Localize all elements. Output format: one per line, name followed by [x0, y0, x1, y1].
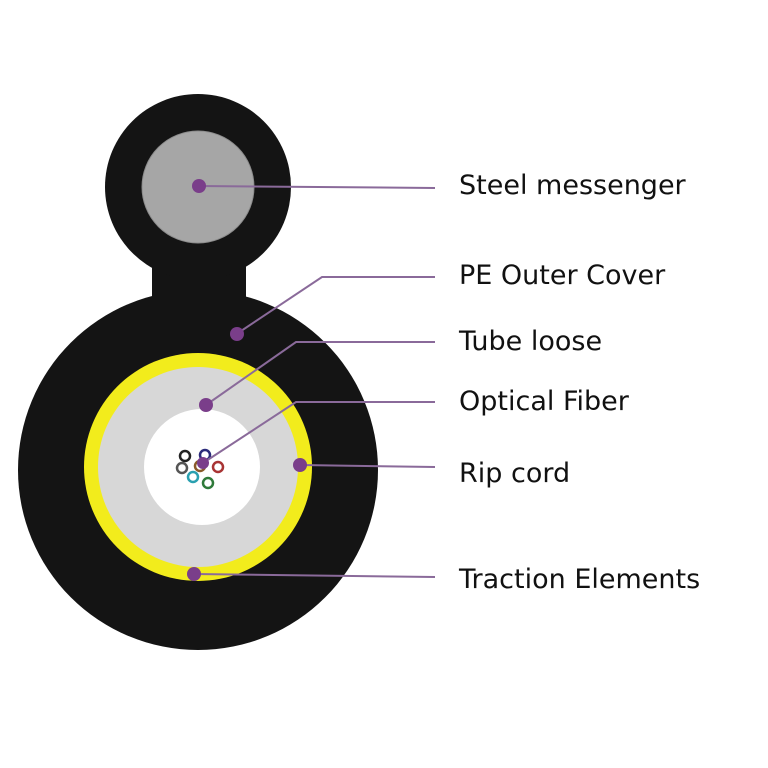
leader-line-steel-messenger: [198, 185, 436, 189]
leader-line-rip-cord: [299, 464, 436, 468]
marker-rip-cord: [293, 458, 307, 472]
label-rip-cord: Rip cord: [459, 458, 571, 489]
leader-line-traction-elements: [193, 573, 436, 578]
label-tube-loose: Tube loose: [459, 326, 603, 357]
label-traction-elements: Traction Elements: [459, 564, 701, 595]
leader-lines: [193, 185, 436, 578]
marker-steel-messenger: [192, 179, 206, 193]
label-pe-outer-cover: PE Outer Cover: [459, 260, 666, 291]
marker-pe-outer-cover: [230, 327, 244, 341]
leader-line-tube-loose: [205, 341, 435, 406]
leader-line-optical-fiber: [202, 401, 435, 464]
leader-line-pe-outer-cover: [237, 276, 435, 334]
marker-optical-fiber: [197, 457, 209, 469]
marker-tube-loose: [199, 398, 213, 412]
leader-markers: [187, 179, 307, 581]
marker-traction-elements: [187, 567, 201, 581]
label-optical-fiber: Optical Fiber: [459, 386, 629, 417]
label-steel-messenger: Steel messenger: [459, 170, 686, 201]
